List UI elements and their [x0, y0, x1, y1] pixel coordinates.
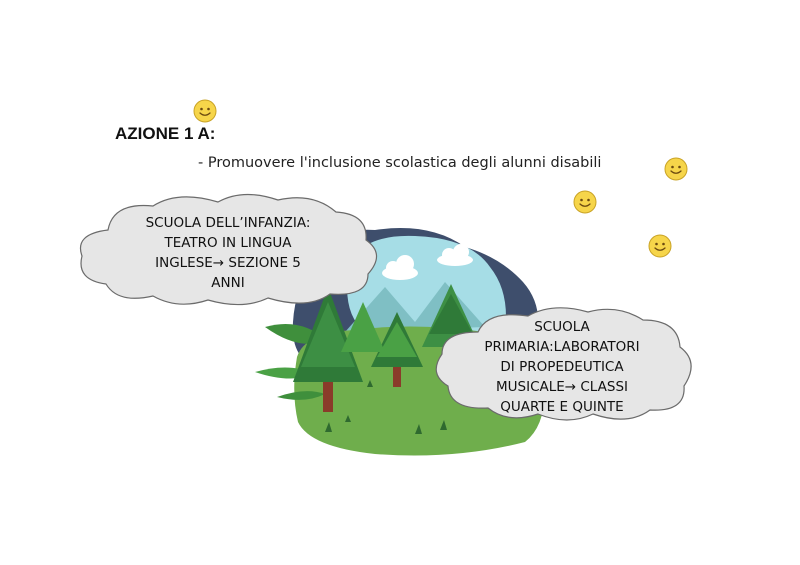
forest-illustration — [255, 228, 545, 456]
page-title: AZIONE 1 A: — [115, 124, 216, 143]
cloud-right-line: SCUOLA — [534, 319, 590, 335]
cloud-right-line: QUARTE E QUINTE — [500, 399, 624, 415]
smiley-face-icon — [193, 99, 217, 123]
smiley-face-icon — [664, 157, 688, 181]
cloud-left-line: ANNI — [211, 275, 245, 291]
cloud-right-line: MUSICALE→ CLASSI — [495, 379, 628, 395]
cloud-shape-right — [435, 307, 692, 421]
cloud-right-line: PRIMARIA:LABORATORI — [484, 339, 640, 355]
smiley-face-icon — [573, 190, 597, 214]
cloud-left-line: TEATRO IN LINGUA — [164, 235, 292, 251]
page-subtitle: - Promuovere l'inclusione scolastica deg… — [198, 155, 602, 171]
cloud-right-text: SCUOLA PRIMARIA:LABORATORI DI PROPEDEUTI… — [452, 317, 672, 417]
smiley-face-icon — [648, 234, 672, 258]
cloud-shape-left — [80, 193, 378, 306]
cloud-left-text: SCUOLA DELL’INFANZIA: TEATRO IN LINGUA I… — [98, 213, 358, 293]
cloud-left-line: INGLESE→ SEZIONE 5 — [155, 255, 301, 271]
cloud-left-line: SCUOLA DELL’INFANZIA: — [145, 215, 311, 231]
cloud-right-line: DI PROPEDEUTICA — [500, 359, 624, 375]
